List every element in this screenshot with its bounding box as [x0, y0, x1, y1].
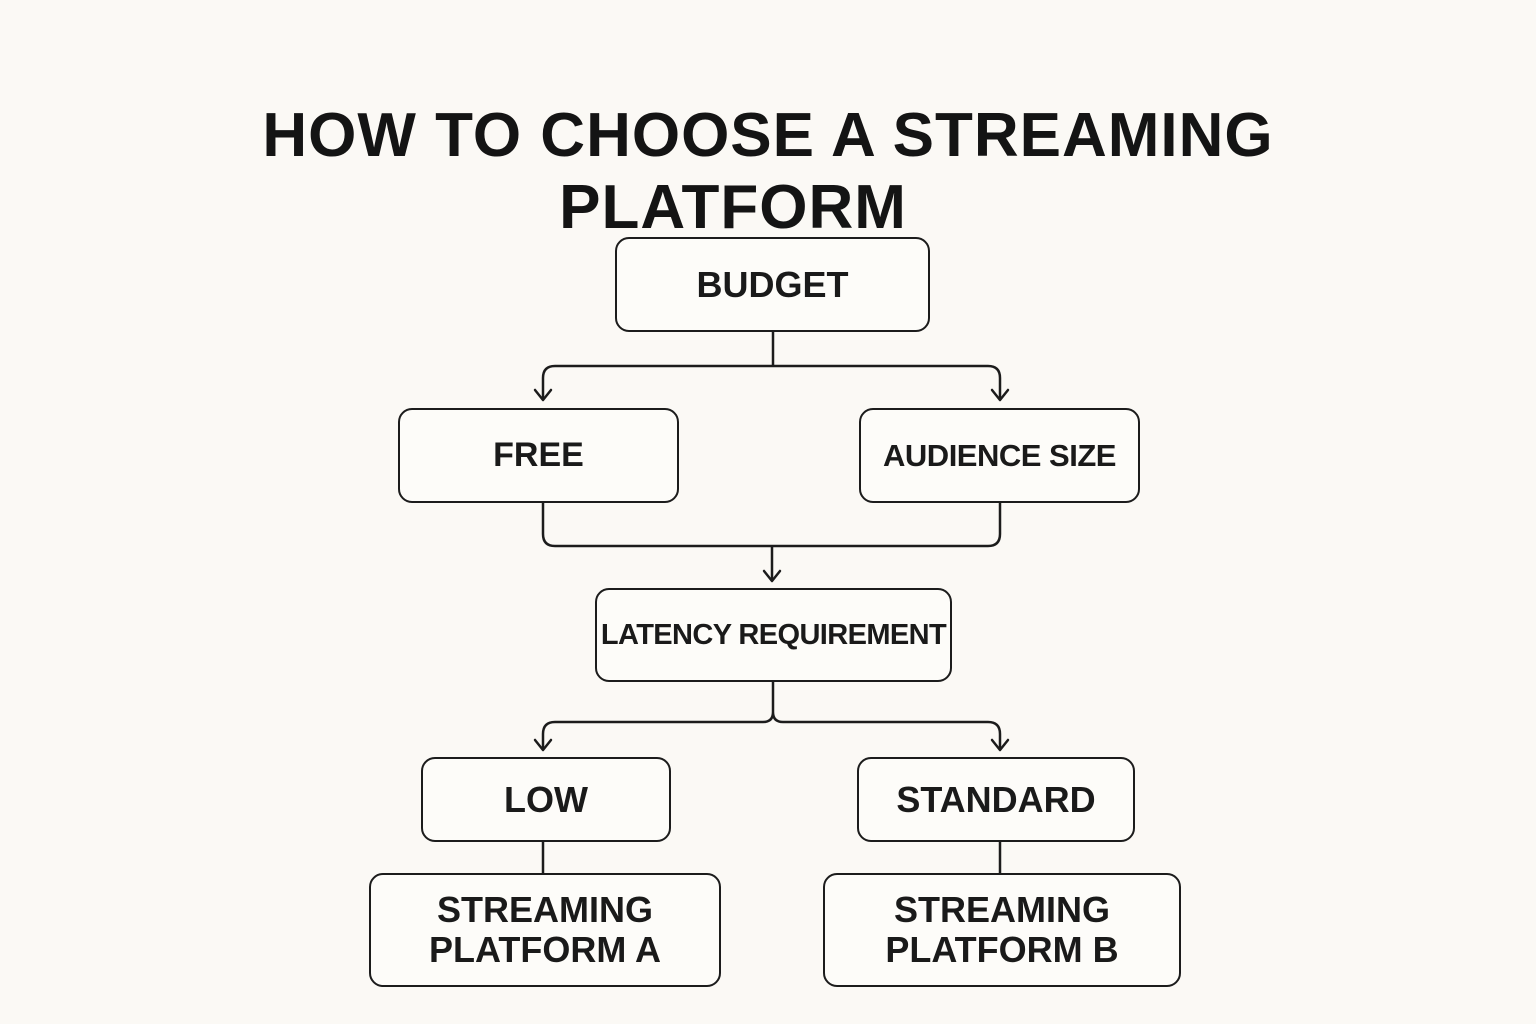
node-platform-b-line-1: STREAMING	[893, 889, 1110, 930]
arrowhead-to-audience-size	[990, 388, 1010, 402]
node-streaming-platform-a: STREAMING PLATFORM A	[369, 873, 721, 987]
node-streaming-platform-b-text: STREAMING PLATFORM B	[885, 890, 1118, 970]
node-latency-requirement-label: LATENCY REQUIREMENT	[600, 618, 947, 651]
node-platform-a-line-2: PLATFORM A	[429, 929, 661, 970]
node-latency-requirement: LATENCY REQUIREMENT	[595, 588, 952, 682]
node-budget: BUDGET	[615, 237, 930, 332]
node-streaming-platform-b: STREAMING PLATFORM B	[823, 873, 1181, 987]
connector-budget-split	[541, 330, 1002, 400]
diagram-title-line-1: HOW TO CHOOSE A STREAMING	[262, 100, 1274, 170]
node-low: LOW	[421, 757, 671, 842]
node-audience-size: AUDIENCE SIZE	[859, 408, 1140, 503]
arrowhead-to-free	[533, 388, 553, 402]
arrowhead-to-latency	[762, 569, 782, 583]
arrowhead-to-low	[533, 738, 553, 752]
node-free-label: FREE	[493, 436, 584, 474]
node-platform-b-line-2: PLATFORM B	[885, 929, 1119, 970]
node-standard: STANDARD	[857, 757, 1135, 842]
node-streaming-platform-a-text: STREAMING PLATFORM A	[429, 890, 661, 970]
node-standard-label: STANDARD	[896, 778, 1096, 820]
node-low-label: LOW	[504, 778, 588, 820]
arrowhead-to-standard	[990, 738, 1010, 752]
node-free: FREE	[398, 408, 679, 503]
connector-latency-split	[541, 680, 1002, 750]
node-platform-a-line-1: STREAMING	[437, 889, 653, 930]
diagram-title: HOW TO CHOOSE A STREAMING PLATFORM	[0, 100, 1536, 244]
connector-merge-to-latency	[541, 501, 1002, 580]
node-budget-label: BUDGET	[696, 263, 849, 305]
diagram-title-line-2: PLATFORM	[559, 172, 907, 242]
node-audience-size-label: AUDIENCE SIZE	[883, 437, 1116, 473]
